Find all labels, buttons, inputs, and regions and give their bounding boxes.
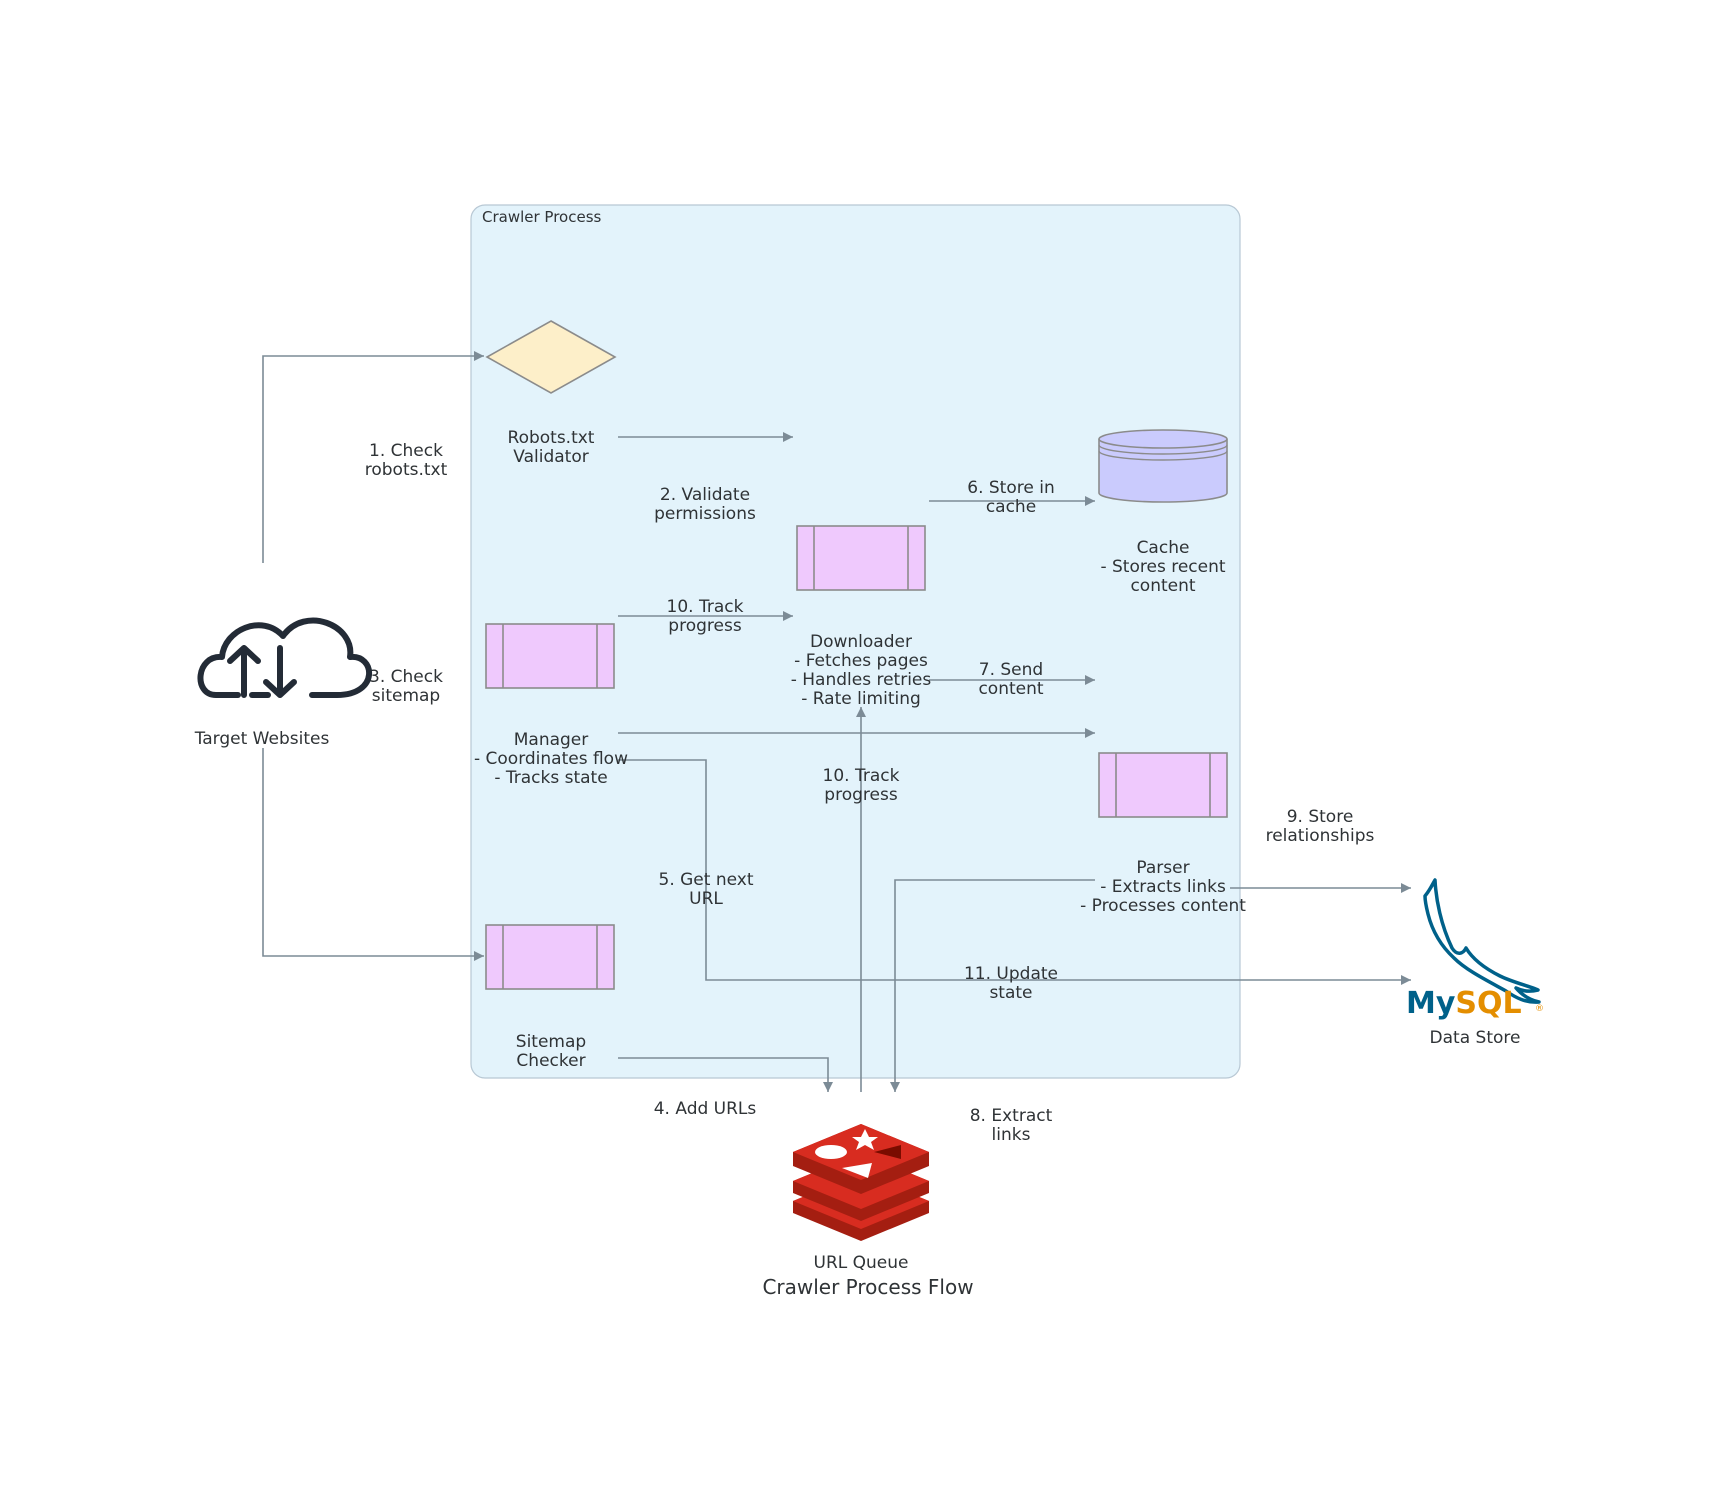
mysql-registered-mark: ® — [1535, 1004, 1544, 1014]
redis-icon — [793, 1124, 929, 1241]
parser-node: Parser- Extracts links- Processes conten… — [1080, 752, 1246, 916]
downloader-box — [796, 525, 926, 591]
edge-check-sitemap — [262, 748, 484, 961]
edge-get-next-url — [618, 759, 1411, 985]
edge-add-urls — [618, 1057, 833, 1092]
url-queue-label: URL Queue — [814, 1253, 909, 1273]
edges — [262, 351, 1411, 1092]
robots-validator-diamond — [485, 320, 617, 394]
manager-label: Manager- Coordinates flow- Tracks state — [474, 730, 628, 788]
diagram-title: Crawler Process Flow — [762, 1275, 973, 1299]
edge-extract-links — [890, 879, 1095, 1092]
crawler-process-group: Crawler Process — [470, 204, 1241, 1079]
mysql-icon: MySQL ® — [1406, 878, 1544, 1021]
sitemap-checker-box — [485, 924, 615, 990]
url-queue-node: URL Queue — [793, 1124, 929, 1273]
data-store-node: MySQL ® Data Store — [1406, 878, 1544, 1048]
manager-node: Manager- Coordinates flow- Tracks state — [474, 623, 628, 788]
target-websites-label: Target Websites — [194, 729, 330, 749]
edge-check-robots — [262, 351, 484, 563]
group-label: Crawler Process — [482, 208, 602, 226]
manager-box — [485, 623, 615, 689]
downloader-label: Downloader- Fetches pages- Handles retri… — [791, 632, 932, 709]
group-box — [470, 204, 1241, 1079]
downloader-node: Downloader- Fetches pages- Handles retri… — [791, 525, 932, 709]
parser-label: Parser- Extracts links- Processes conten… — [1080, 858, 1246, 916]
data-store-label: Data Store — [1430, 1028, 1521, 1048]
mysql-logo-text: MySQL — [1406, 986, 1522, 1021]
target-websites-node: Target Websites — [194, 617, 373, 749]
cache-cylinder-icon — [1098, 429, 1228, 503]
cloud-sync-icon — [197, 617, 373, 698]
edge-label-4: 4. Add URLs — [654, 1099, 757, 1119]
parser-box — [1098, 752, 1228, 818]
